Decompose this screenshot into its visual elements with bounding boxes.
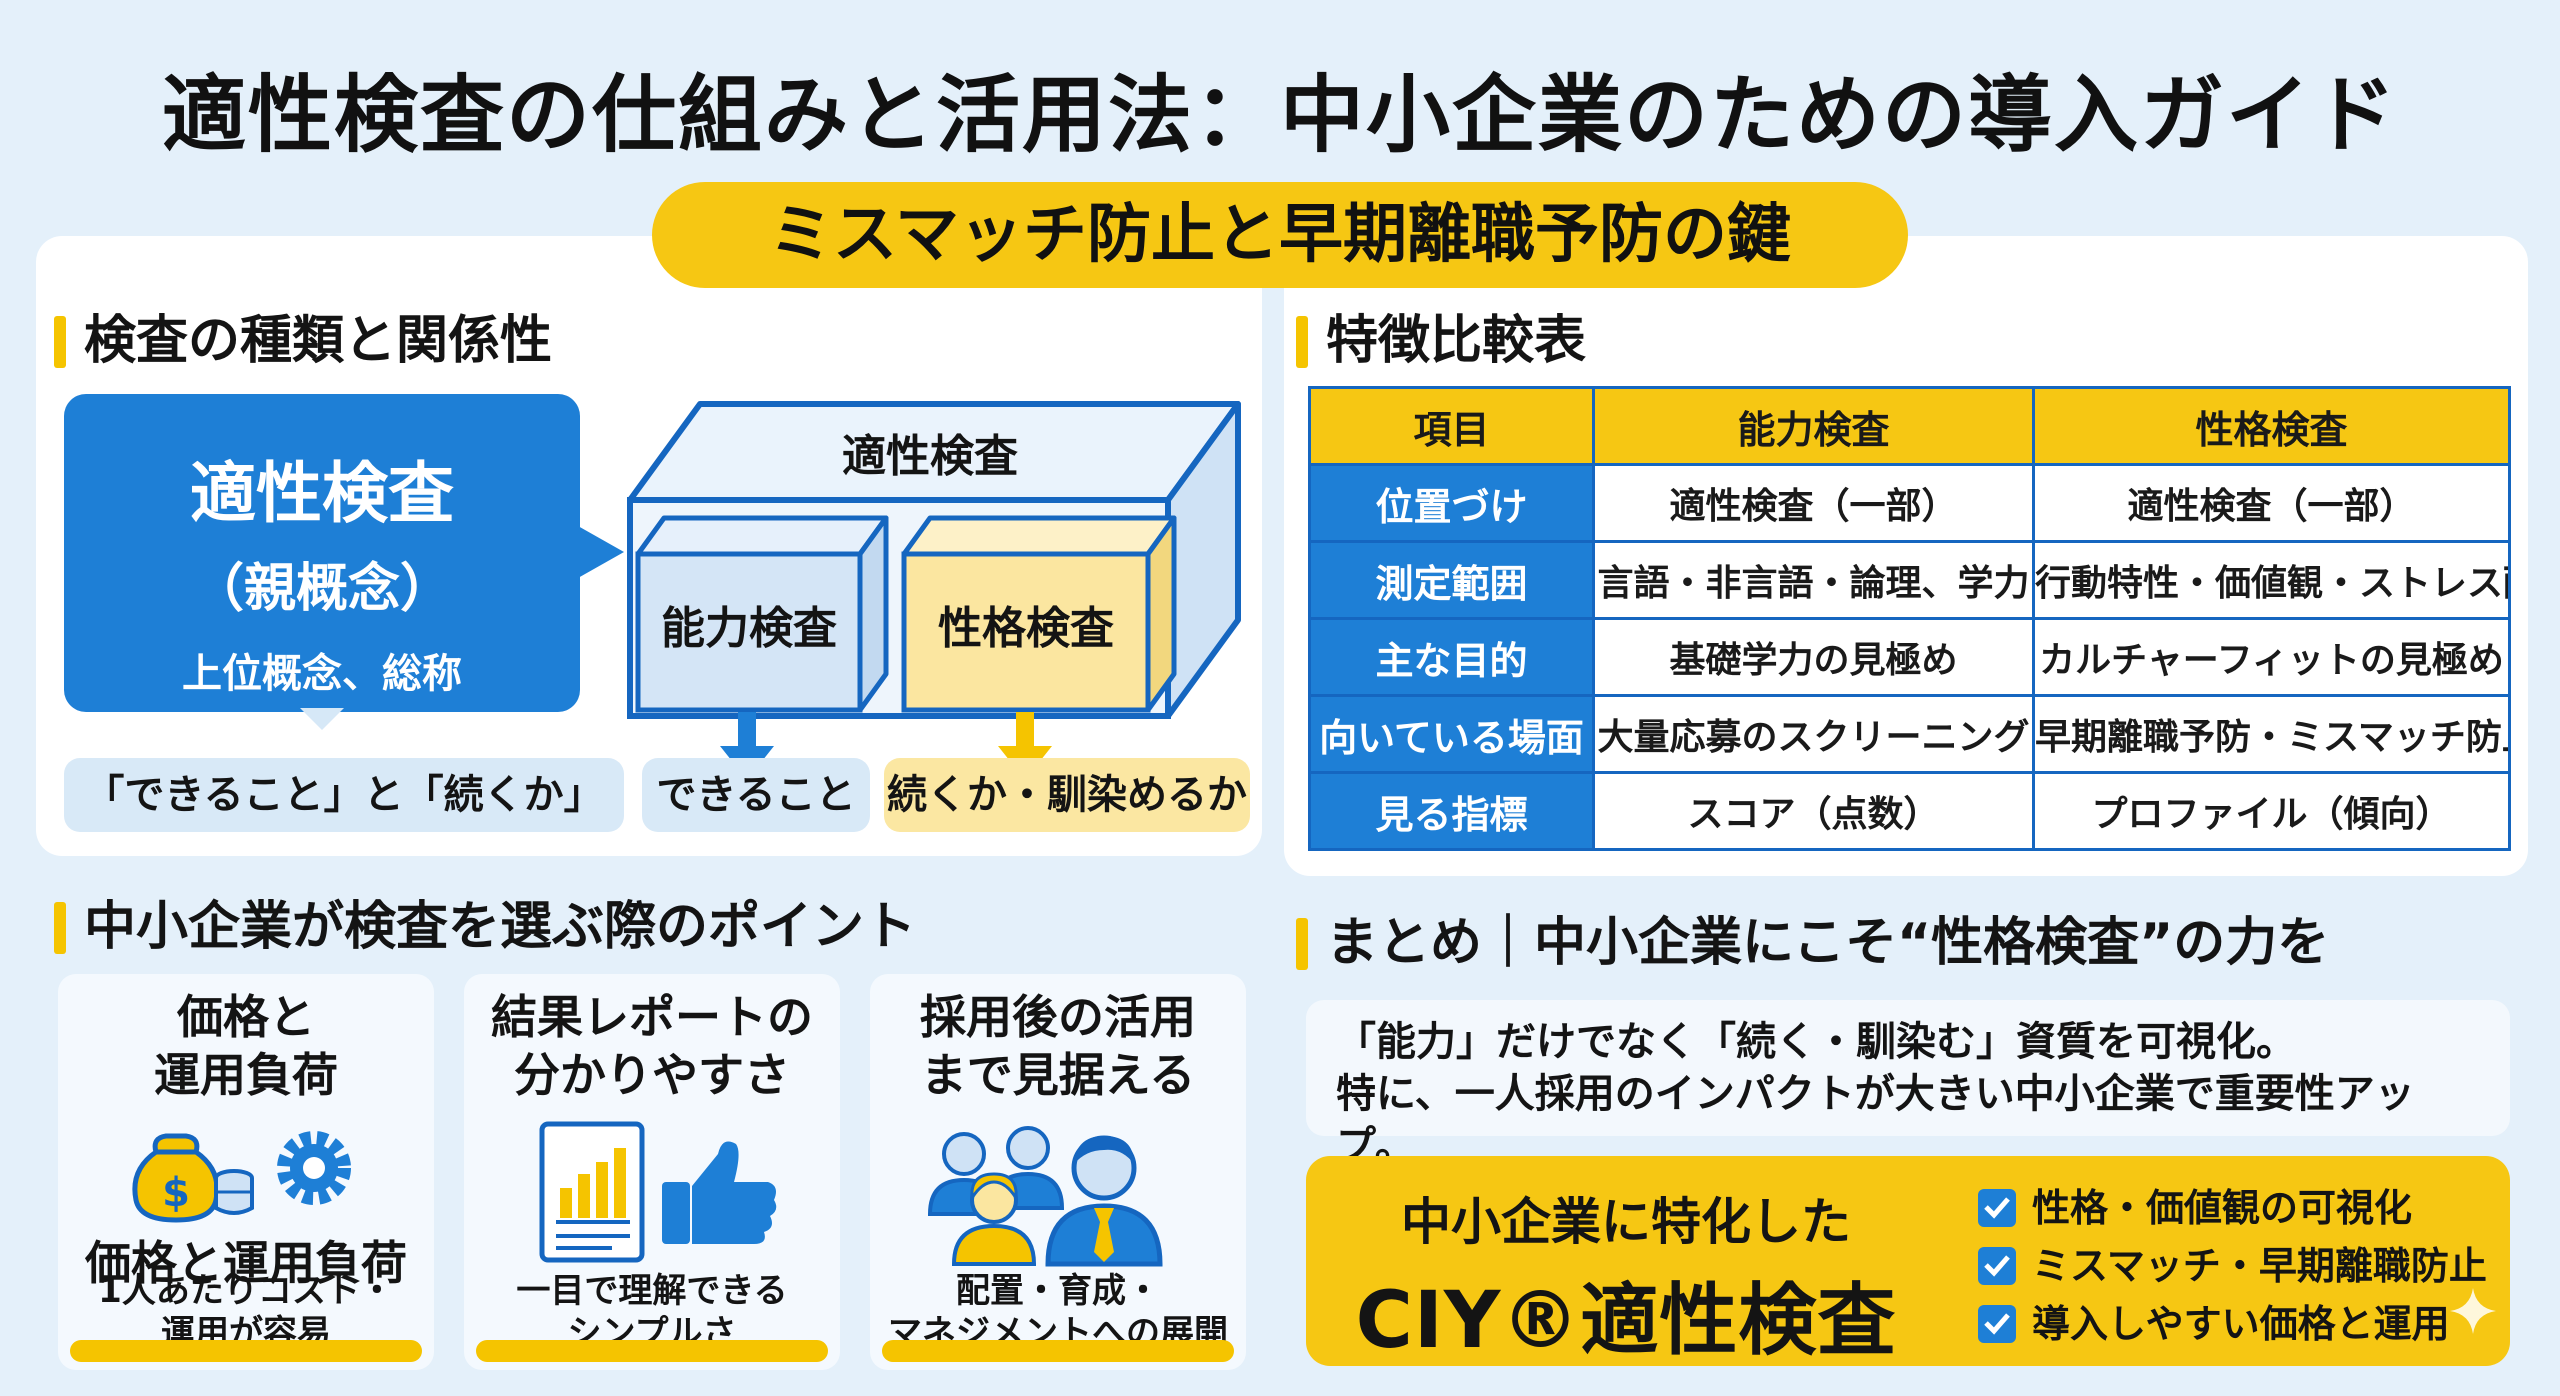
table-row: 位置づけ 適性検査（一部） 適性検査（一部）	[1308, 463, 2511, 543]
point-card-after-hire: 採用後の活用 まで見据える 配置・育成・ マネジメントへの展開	[870, 974, 1246, 1370]
card-accent-bar	[476, 1340, 828, 1362]
table-header-row: 項目 能力検査 性格検査	[1308, 386, 2511, 466]
personality-label: 続くか・馴染めるか	[884, 758, 1250, 832]
parent-concept-box: 適性検査 （親概念） 上位概念、総称	[64, 394, 624, 712]
check-item: ミスマッチ・早期離職防止	[1978, 1240, 2487, 1292]
point-card-report: 結果レポートの 分かりやすさ 一目で理解できる シンプルさ	[464, 974, 840, 1370]
check-icon	[1978, 1304, 2016, 1343]
comparison-table: 項目 能力検査 性格検査 位置づけ 適性検査（一部） 適性検査（一部） 測定範囲…	[1308, 386, 2511, 851]
table-row: 向いている場面 大量応募のスクリーニング 早期離職予防・ミスマッチ防止	[1308, 694, 2511, 774]
table-header: 能力検査	[1592, 386, 2035, 466]
money-bag-gear-icon: $	[132, 1131, 351, 1223]
table-cell: カルチャーフィットの見極め	[2032, 617, 2511, 697]
card-title-line: 価格と	[177, 990, 315, 1044]
check-item: 導入しやすい価格と運用	[1978, 1298, 2450, 1350]
ciy-product-name: CIY®適性検査	[1355, 1276, 1897, 1366]
table-cell: 基礎学力の見極め	[1592, 617, 2035, 697]
concept-paren: （親概念）	[191, 559, 452, 619]
subtitle-pill: ミスマッチ防止と早期離職予防の鍵	[652, 182, 1908, 288]
card-foot-line: 配置・育成・	[956, 1271, 1160, 1311]
ciy-box: 中小企業に特化した CIY®適性検査 性格・価値観の可視化 ミスマッチ・早期離職…	[1306, 1156, 2510, 1366]
outer-box-label: 適性検査	[842, 431, 1018, 482]
card-accent-bar	[70, 1340, 422, 1362]
team-people-icon	[927, 1126, 1163, 1267]
row-header: 向いている場面	[1308, 694, 1595, 774]
summary-box: 「能力」だけでなく「続く・馴染む」資質を可視化。 特に、一人採用のインパクトが大…	[1306, 1000, 2510, 1169]
comparison-heading: 特徴比較表	[1296, 306, 1586, 376]
concept-title: 適性検査	[190, 455, 454, 532]
table-cell: 早期離職予防・ミスマッチ防止	[2032, 694, 2511, 774]
concept-notch	[300, 708, 344, 730]
summary-line: 「能力」だけでなく「続く・馴染む」資質を可視化。	[1336, 1019, 2296, 1065]
check-label: ミスマッチ・早期離職防止	[2032, 1244, 2487, 1288]
card-title-line: まで見据える	[920, 1048, 1196, 1102]
point-card-cost: 価格と 運用負荷 $ 価格と運用負荷 1人あたりコスト・ 運用が容易	[58, 974, 434, 1370]
check-label: 性格・価値観の可視化	[2032, 1186, 2413, 1230]
card-title-line: 分かりやすさ	[514, 1048, 790, 1102]
card-foot-line: 1人あたりコスト・	[98, 1271, 394, 1311]
ciy-title-block: 中小企業に特化した CIY®適性検査	[1306, 1156, 1946, 1370]
page-title: 適性検査の仕組みと活用法：中小企業のための導入ガイド	[161, 66, 2398, 164]
sparkle-icon	[2450, 1288, 2496, 1334]
row-header: 測定範囲	[1308, 540, 1595, 620]
card-accent-bar	[882, 1340, 1234, 1362]
card-title-line: 結果レポートの	[491, 990, 813, 1044]
table-cell: プロファイル（傾向）	[2032, 771, 2511, 851]
types-heading: 検査の種類と関係性	[54, 306, 552, 376]
table-cell: 適性検査（一部）	[2032, 463, 2511, 543]
check-item: 性格・価値観の可視化	[1978, 1182, 2412, 1234]
personality-box-label: 性格検査	[938, 603, 1114, 654]
points-heading: 中小企業が検査を選ぶ際のポイント	[54, 892, 916, 962]
test-box-diagram	[627, 401, 1241, 780]
table-cell: 適性検査（一部）	[1592, 463, 2035, 543]
ability-label: できること	[642, 758, 870, 832]
table-cell: 大量応募のスクリーニング	[1592, 694, 2035, 774]
row-header: 主な目的	[1308, 617, 1595, 697]
table-cell: 言語・非言語・論理、学力	[1592, 540, 2035, 620]
table-header: 項目	[1308, 386, 1595, 466]
ciy-line1: 中小企業に特化した	[1401, 1193, 1851, 1251]
check-icon	[1978, 1246, 2016, 1285]
ability-box-label: 能力検査	[661, 603, 837, 654]
row-header: 位置づけ	[1308, 463, 1595, 543]
card-foot-line: 一目で理解できる	[516, 1271, 788, 1311]
card-subtitle: 価格と運用負荷	[85, 1236, 407, 1290]
table-cell: スコア（点数）	[1592, 771, 2035, 851]
table-row: 見る指標 スコア（点数） プロファイル（傾向）	[1308, 771, 2511, 851]
report-thumbs-up-icon	[539, 1121, 777, 1263]
concept-desc: 上位概念、総称	[182, 651, 462, 697]
check-icon	[1978, 1188, 2016, 1227]
summary-heading: まとめ｜中小企業にこそ“性格検査”の力を	[1296, 908, 2329, 978]
summary-line: 特に、一人採用のインパクトが大きい中小企業で重要性アップ。	[1336, 1071, 2415, 1169]
table-row: 主な目的 基礎学力の見極め カルチャーフィットの見極め	[1308, 617, 2511, 697]
row-header: 見る指標	[1308, 771, 1595, 851]
table-row: 測定範囲 言語・非言語・論理、学力 行動特性・価値観・ストレス耐性	[1308, 540, 2511, 620]
svg-text:$: $	[162, 1170, 190, 1216]
table-header: 性格検査	[2032, 386, 2511, 466]
table-cell: 行動特性・価値観・ストレス耐性	[2032, 540, 2511, 620]
card-title-line: 運用負荷	[154, 1048, 338, 1102]
parent-label: 「できること」と「続くか」	[64, 758, 624, 832]
card-title-line: 採用後の活用	[920, 990, 1196, 1044]
check-label: 導入しやすい価格と運用	[2032, 1302, 2450, 1346]
